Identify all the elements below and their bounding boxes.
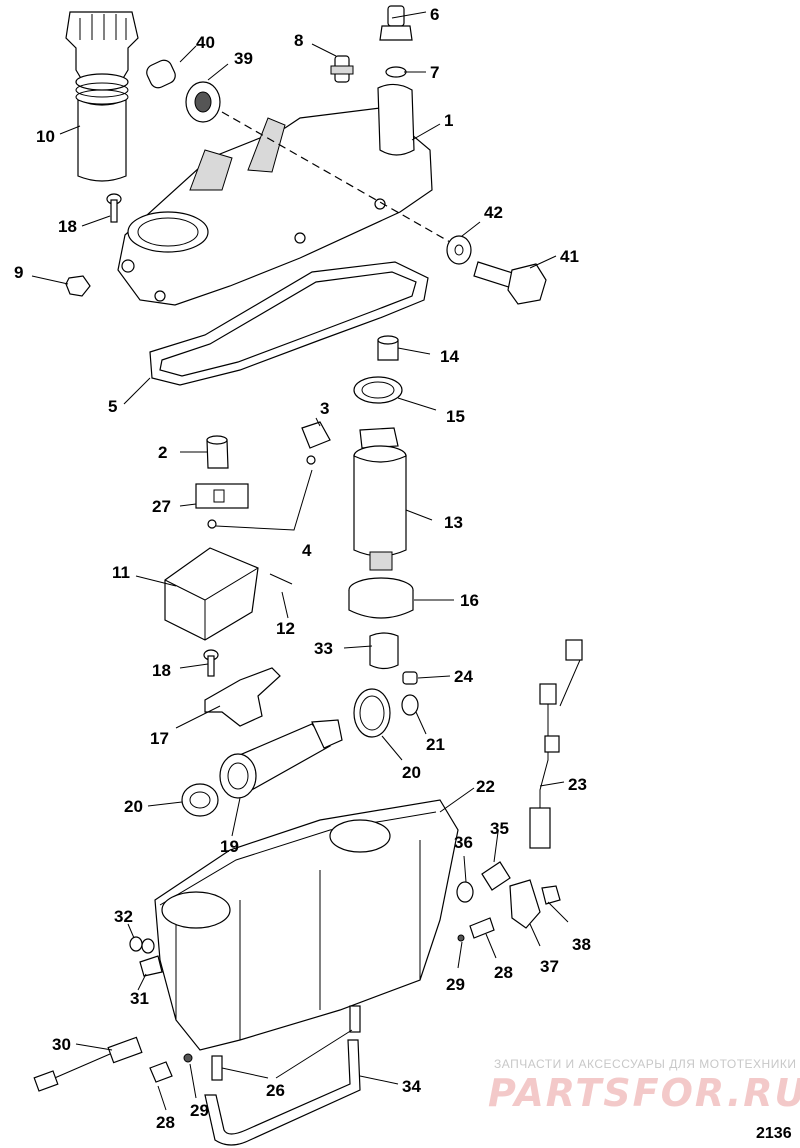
part-cover-gasket xyxy=(149,261,429,386)
callout-6: 6 xyxy=(430,5,439,24)
part-connector-27 xyxy=(195,483,249,529)
callout-18a: 18 xyxy=(58,217,77,236)
callout-29b: 29 xyxy=(190,1101,209,1120)
callout-34: 34 xyxy=(402,1077,421,1096)
callout-40: 40 xyxy=(196,33,215,52)
callout-labels: 6 7 8 40 39 10 1 18 42 9 41 14 5 3 15 2 … xyxy=(14,5,591,1132)
part-top-fittings xyxy=(330,5,413,83)
callout-21: 20 xyxy=(124,797,143,816)
callout-17: 17 xyxy=(150,729,169,748)
callout-18b: 18 xyxy=(152,661,171,680)
part-cover xyxy=(117,83,433,306)
callout-29a: 29 xyxy=(446,975,465,994)
part-bushing-seal xyxy=(353,335,403,404)
watermark-caption: ЗАПЧАСТИ И АКСЕССУАРЫ ДЛЯ МОТОТЕХНИКИ xyxy=(494,1057,796,1071)
part-left-fittings xyxy=(129,936,163,977)
part-right-fittings xyxy=(456,861,561,942)
callout-12: 12 xyxy=(276,619,295,638)
part-bracket-17 xyxy=(203,649,281,727)
callout-33: 33 xyxy=(314,639,333,658)
callout-36: 36 xyxy=(454,833,473,852)
callout-25: 24 xyxy=(454,667,473,686)
callout-9: 9 xyxy=(14,263,23,282)
callout-42: 42 xyxy=(484,203,503,222)
callout-16: 16 xyxy=(460,591,479,610)
callout-5: 5 xyxy=(108,397,117,416)
callout-11: 11 xyxy=(112,563,130,582)
watermark-logo: PARTSFOR.RU xyxy=(488,1071,800,1115)
figure-number: 2136 xyxy=(756,1125,792,1142)
callout-28b: 28 xyxy=(156,1113,175,1132)
callout-3: 3 xyxy=(320,399,329,418)
callout-30: 30 xyxy=(52,1035,71,1054)
alignment-dashed-line xyxy=(221,111,451,243)
part-sensor-30 xyxy=(33,1036,143,1092)
part-fuel-pump-high-pressure xyxy=(353,427,407,571)
callout-24: 23 xyxy=(568,775,587,794)
callout-7: 7 xyxy=(430,63,439,82)
callout-38: 38 xyxy=(572,935,591,954)
part-fitting-grommet xyxy=(146,59,221,123)
callout-20: 20 xyxy=(402,763,421,782)
part-isolator-sleeve xyxy=(348,577,414,670)
leader-lines xyxy=(31,11,569,1111)
callout-37: 37 xyxy=(540,957,559,976)
callout-13: 13 xyxy=(444,513,463,532)
callout-27: 27 xyxy=(152,497,171,516)
part-washer-bolt xyxy=(446,235,547,305)
callout-35: 35 xyxy=(490,819,509,838)
callout-28a: 28 xyxy=(494,963,513,982)
callout-8: 8 xyxy=(294,31,303,50)
part-fuel-housing xyxy=(154,799,459,1051)
callout-10: 10 xyxy=(36,127,55,146)
callout-14: 14 xyxy=(440,347,459,366)
callout-1: 1 xyxy=(444,111,453,130)
callout-23: 22 xyxy=(476,777,495,796)
callout-39: 39 xyxy=(234,49,253,68)
callout-15: 15 xyxy=(446,407,465,426)
part-small-fittings-mid xyxy=(353,671,419,738)
callout-32: 32 xyxy=(114,907,133,926)
part-wiring-harness xyxy=(529,639,583,849)
part-connector-bracket xyxy=(206,421,331,469)
part-filter-canister xyxy=(65,11,139,182)
callout-41: 41 xyxy=(560,247,579,266)
part-screw-nut-upper xyxy=(65,193,122,297)
part-fuel-pump-low-pressure xyxy=(181,719,343,817)
part-module-box xyxy=(164,547,293,641)
callout-4: 4 xyxy=(302,541,312,560)
callout-19: 19 xyxy=(220,837,239,856)
callout-26: 26 xyxy=(266,1081,285,1100)
callout-31: 31 xyxy=(130,989,149,1008)
callout-2: 2 xyxy=(158,443,167,462)
callout-22: 21 xyxy=(426,735,445,754)
